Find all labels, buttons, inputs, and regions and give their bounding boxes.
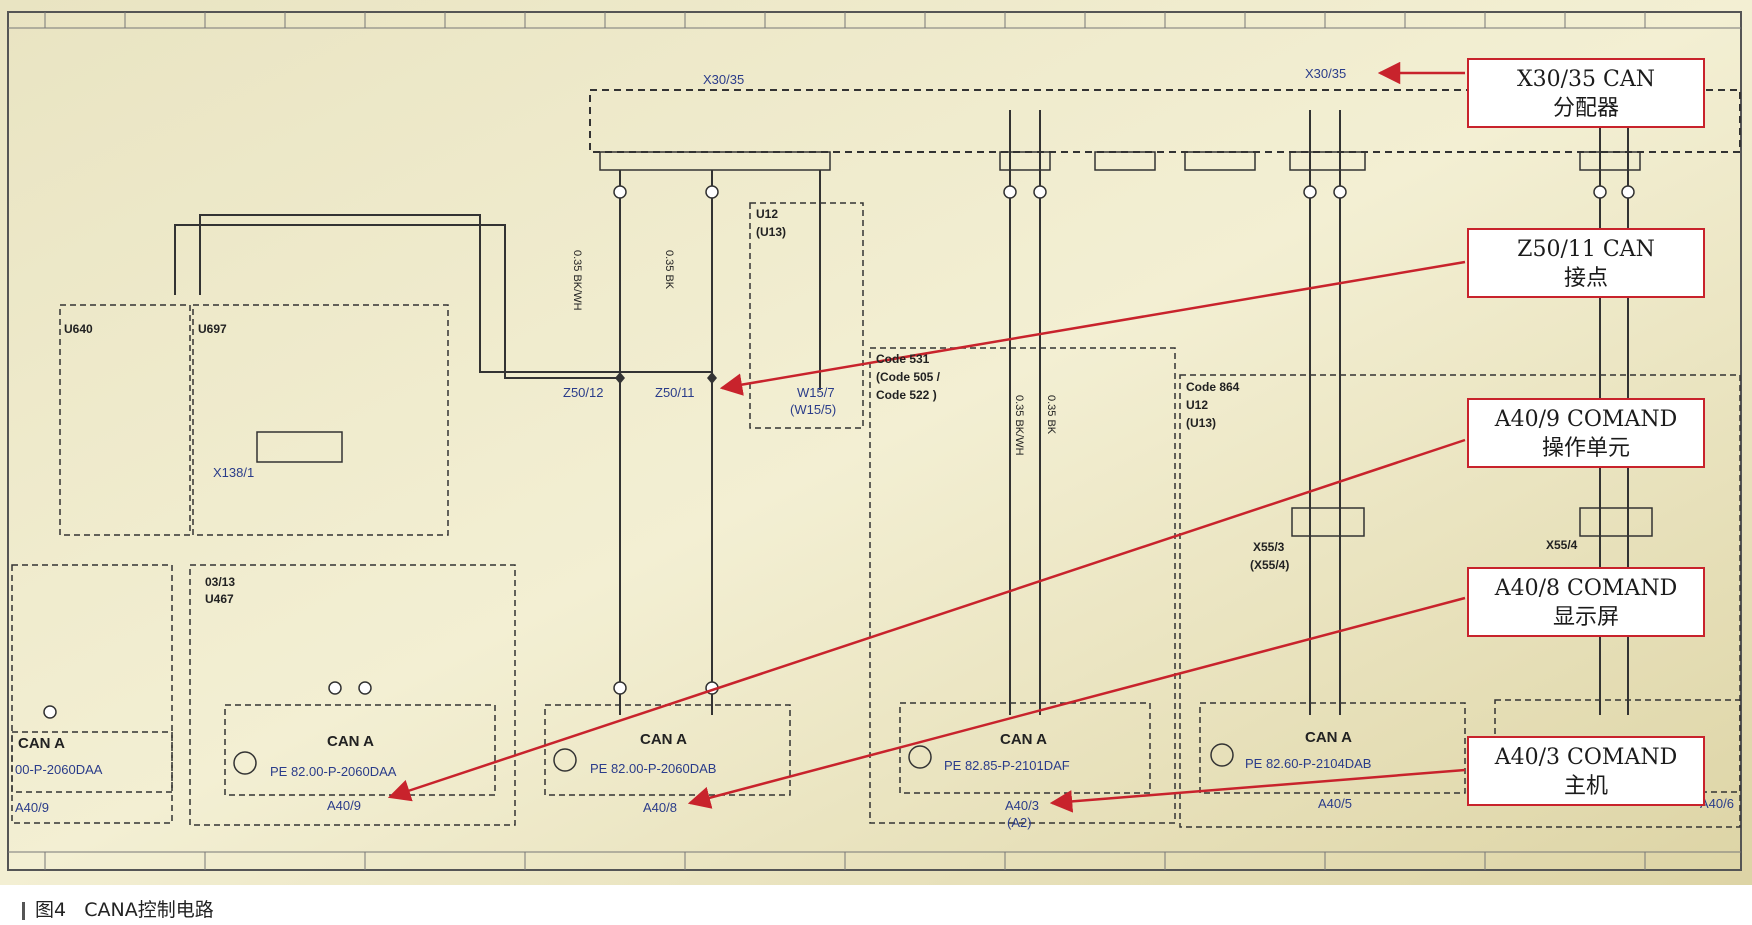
module-a40-3-bus: CAN A — [1000, 731, 1047, 748]
module-left-bus: CAN A — [18, 735, 65, 752]
label-u467: U467 — [205, 592, 234, 606]
label-x55-4: X55/4 — [1546, 538, 1578, 552]
label-a40-6: A40/6 — [1700, 796, 1734, 811]
distributor-pins — [599, 151, 1641, 171]
x138-connector — [256, 431, 343, 463]
label-code505: (Code 505 / — [876, 370, 941, 384]
x30-35-distributor — [589, 89, 1741, 153]
sheet-border — [7, 11, 1742, 871]
u640-box — [59, 304, 191, 536]
caption-bar — [22, 901, 25, 920]
callout-a40-3-title: A40/3 COMAND — [1494, 745, 1678, 770]
label-a40-9: A40/9 — [327, 798, 361, 813]
callout-a40-8-desc: 显示屏 — [1552, 605, 1619, 630]
label-x55-3: X55/3 — [1253, 540, 1285, 554]
wire-label-3: 0.35 BK/WH — [1013, 395, 1025, 456]
left-edge-box — [11, 564, 173, 824]
u467-box — [189, 564, 516, 826]
label-u697: U697 — [198, 322, 227, 336]
label-code531: Code 531 — [876, 352, 930, 366]
figure-caption: 图4 CANA控制电路 — [22, 895, 214, 922]
label-u13: (U13) — [756, 225, 787, 239]
x55-4-connector — [1579, 507, 1653, 537]
module-a40-5-ref: PE 82.60-P-2104DAB — [1245, 756, 1372, 771]
callout-z50-11-title: Z50/11 CAN — [1517, 237, 1655, 262]
label-x55-4-alt: (X55/4) — [1250, 558, 1290, 572]
callout-x30-35-desc: 分配器 — [1552, 96, 1619, 121]
splice-points — [615, 372, 717, 384]
label-u640: U640 — [64, 322, 93, 336]
module-left-body — [11, 731, 173, 793]
label-03-13: 03/13 — [205, 575, 236, 589]
label-a40-5: A40/5 — [1318, 796, 1352, 811]
code864-box — [1179, 374, 1741, 828]
module-a40-9-bus: CAN A — [327, 733, 374, 750]
callout-x30-35-title: X30/35 CAN — [1516, 67, 1656, 92]
code531-box — [869, 347, 1176, 824]
callout-z50-11: Z50/11 CAN 接点 — [1467, 228, 1705, 298]
label-z50-11: Z50/11 — [655, 385, 695, 400]
label-a2: (A2) — [1007, 815, 1032, 830]
callout-a40-9: A40/9 COMAND 操作单元 — [1467, 398, 1705, 468]
label-z50-12: Z50/12 — [563, 385, 604, 400]
label-w15-5: (W15/5) — [790, 402, 837, 417]
module-left-ref: 00-P-2060DAA — [15, 762, 103, 777]
callout-a40-9-desc: 操作单元 — [1541, 436, 1630, 461]
label-u12: U12 — [756, 207, 779, 221]
callout-a40-3-desc: 主机 — [1563, 774, 1608, 799]
callout-a40-3: A40/3 COMAND 主机 — [1467, 736, 1705, 806]
ruler-ticks — [44, 12, 1646, 870]
module-a40-3-ref: PE 82.85-P-2101DAF — [944, 758, 1070, 773]
module-a40-5-body — [1199, 702, 1466, 794]
label-x30-35-left: X30/35 — [703, 72, 745, 87]
module-a40-8-ref: PE 82.00-P-2060DAB — [590, 761, 717, 776]
u697-box — [192, 304, 449, 536]
wire-label-1: 0.35 BK/WH — [571, 250, 583, 311]
module-a40-8-bus: CAN A — [640, 731, 687, 748]
module-a40-6-body — [1494, 699, 1741, 793]
wire-label-4: 0.35 BK — [1045, 395, 1057, 435]
label-x138-1: X138/1 — [213, 465, 255, 480]
callout-a40-8: A40/8 COMAND 显示屏 — [1467, 567, 1705, 637]
label-u12-b: U12 — [1186, 398, 1209, 412]
module-a40-9-ref: PE 82.00-P-2060DAA — [270, 764, 397, 779]
caption-figure-number: 图4 — [35, 899, 67, 921]
u12-box — [749, 202, 864, 429]
callout-z50-11-desc: 接点 — [1563, 266, 1608, 291]
module-a40-5-bus: CAN A — [1305, 729, 1352, 746]
callout-a40-8-title: A40/8 COMAND — [1494, 576, 1678, 601]
callout-arrows — [387, 61, 1466, 813]
x55-3-connector — [1291, 507, 1365, 537]
callout-x30-35: X30/35 CAN 分配器 — [1467, 58, 1705, 128]
callout-a40-9-title: A40/9 COMAND — [1494, 407, 1678, 432]
module-logos — [233, 743, 1234, 775]
label-x30-35-right: X30/35 — [1305, 66, 1347, 81]
wire-connectors — [43, 185, 1635, 719]
label-a40-3: A40/3 — [1005, 798, 1039, 813]
label-w15-7: W15/7 — [797, 385, 835, 400]
label-a40-left: A40/9 — [15, 800, 49, 815]
label-code522: Code 522 ) — [876, 388, 937, 402]
caption-title: CANA控制电路 — [84, 899, 214, 921]
label-a40-8: A40/8 — [643, 800, 677, 815]
wire-label-2: 0.35 BK — [663, 250, 675, 290]
label-u13-b: (U13) — [1186, 416, 1217, 430]
module-a40-9-body — [224, 704, 496, 796]
label-code864: Code 864 — [1186, 380, 1240, 394]
